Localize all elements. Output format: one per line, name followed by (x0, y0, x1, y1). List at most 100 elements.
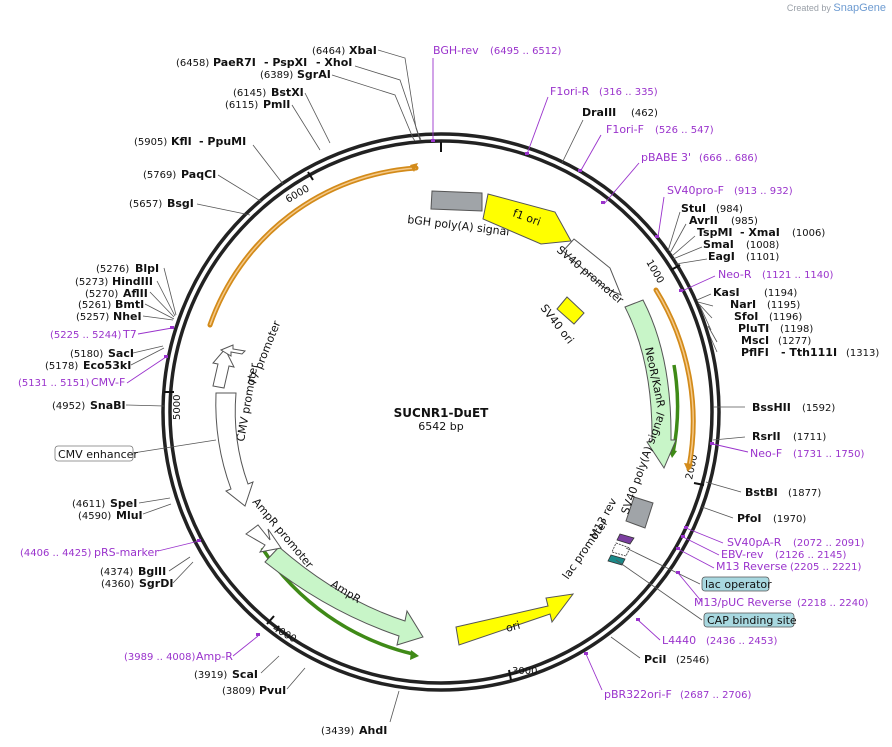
leader-eco53ki (130, 347, 165, 366)
primer-prs-marker[interactable]: pRS-marker (94, 546, 159, 559)
orf-arc-left-arrowhead (410, 163, 418, 172)
enzyme-pos-pflfi: (1313) (846, 348, 879, 359)
feature-sv40-ori[interactable] (556, 296, 585, 325)
leader-amp-r (232, 635, 259, 657)
enzyme-pmli[interactable]: PmlI (263, 98, 290, 111)
enzyme-hindiii[interactable]: HindIII (112, 275, 153, 288)
primer-site-f1ori-f (578, 169, 582, 172)
enzyme-ahdi[interactable]: AhdI (359, 724, 387, 737)
feature-f1-ori[interactable] (482, 193, 572, 245)
cmv-enhancer-box[interactable] (54, 445, 134, 462)
enzyme-bmti[interactable]: BmtI (115, 298, 144, 311)
enzyme-paer7i[interactable]: PaeR7I (213, 56, 256, 69)
primer-neo-f[interactable]: Neo-F (750, 447, 782, 460)
enzyme-blpi[interactable]: BlpI (135, 262, 159, 275)
enzyme-xmai[interactable]: - XmaI (740, 226, 780, 239)
enzyme-snabi[interactable]: SnaBI (90, 399, 126, 412)
enzyme-pvui[interactable]: PvuI (259, 684, 286, 697)
leader-neo-f (712, 443, 749, 453)
primer-range-f1ori-f: (526 .. 547) (655, 125, 714, 136)
primer-bgh-rev[interactable]: BGH-rev (433, 44, 479, 57)
enzyme-bstxi[interactable]: BstXI (271, 86, 304, 99)
enzyme-nari[interactable]: NarI (730, 298, 756, 311)
primer-t7[interactable]: T7 (122, 328, 137, 341)
feature-sv40-promoter[interactable] (562, 238, 622, 296)
feature-cmv-promoter[interactable] (212, 348, 235, 389)
enzyme-saci[interactable]: SacI (108, 347, 134, 360)
primer-ebv-rev[interactable]: EBV-rev (721, 548, 764, 561)
feature-cmv-enhancer[interactable] (215, 392, 254, 507)
enzyme-aflii[interactable]: AflII (123, 287, 148, 300)
feature-m13-rev-marker[interactable] (616, 533, 635, 545)
enzyme-sgrdi[interactable]: SgrDI (139, 577, 173, 590)
enzyme-kfli[interactable]: KflI (171, 135, 192, 148)
orf-arc-neo-green[interactable] (671, 364, 680, 454)
leader-nhei (142, 315, 174, 321)
enzyme-sfoi[interactable]: SfoI (734, 310, 758, 323)
enzyme-tspmi[interactable]: TspMI (697, 226, 733, 239)
orf-arc-left[interactable] (207, 165, 419, 328)
enzyme-bsshii[interactable]: BssHII (752, 401, 791, 414)
feature-neor-kanr[interactable] (624, 299, 677, 470)
tick-3000 (508, 669, 512, 681)
enzyme-pos-pcii: (2546) (676, 655, 709, 666)
enzyme-pspxi[interactable]: - PspXI (264, 56, 307, 69)
enzyme-bstbi[interactable]: BstBI (745, 486, 778, 499)
primer-cmv-f[interactable]: CMV-F (91, 376, 125, 389)
primer-sv40pro-f[interactable]: SV40pro-F (667, 184, 724, 197)
tick-1000 (670, 264, 681, 271)
primer-l4440[interactable]: L4440 (662, 634, 696, 647)
enzyme-nhei[interactable]: NheI (113, 310, 142, 323)
primer-amp-r[interactable]: Amp-R (196, 650, 233, 663)
enzyme-rsrii[interactable]: RsrII (752, 430, 781, 443)
primer-site-pbabe3 (601, 201, 605, 204)
enzyme-pcii[interactable]: PciI (644, 653, 666, 666)
primer-sv40pa-r[interactable]: SV40pA-R (727, 536, 782, 549)
enzyme-spei[interactable]: SpeI (110, 497, 137, 510)
primer-f1ori-r[interactable]: F1ori-R (550, 85, 590, 98)
plasmid-name: SUCNR1-DuET (394, 406, 490, 420)
enzyme-xbai[interactable]: XbaI (349, 44, 377, 57)
enzyme-pflfi[interactable]: PflFI (741, 346, 769, 359)
feature-label-t7-promoter: T7 promoter (245, 319, 283, 389)
enzyme-bglii[interactable]: BglII (138, 565, 166, 578)
primer-m13-puc-reverse[interactable]: M13/pUC Reverse (694, 596, 792, 609)
primer-f1ori-f[interactable]: F1ori-F (606, 123, 644, 136)
enzyme-stui[interactable]: StuI (681, 202, 706, 215)
enzyme-tth111i[interactable]: - Tth111I (781, 346, 837, 359)
feature-bgh-polya[interactable] (430, 190, 483, 212)
primer-range-prs-marker: (4406 .. 4425) (20, 548, 92, 559)
feature-t7-promoter[interactable] (219, 344, 247, 357)
cap-site-box[interactable] (703, 612, 795, 628)
enzyme-mlui[interactable]: MluI (116, 509, 143, 522)
enzyme-ppumi[interactable]: - PpuMI (199, 135, 246, 148)
enzyme-scai[interactable]: ScaI (232, 668, 258, 681)
enzyme-pfoi[interactable]: PfoI (737, 512, 762, 525)
enzyme-eagi[interactable]: EagI (708, 250, 735, 263)
enzyme-paqci[interactable]: PaqCI (181, 168, 216, 181)
primer-pbr322ori-f[interactable]: pBR322ori-F (604, 688, 672, 701)
feature-lac-promoter-marker[interactable] (611, 542, 631, 557)
feature-ampr[interactable] (264, 546, 424, 646)
enzyme-kasi[interactable]: KasI (713, 286, 740, 299)
primer-neo-r[interactable]: Neo-R (718, 268, 752, 281)
primer-pbabe3[interactable]: pBABE 3' (641, 151, 691, 164)
enzyme-sgrai[interactable]: SgrAI (297, 68, 331, 81)
lac-operator-box[interactable] (701, 576, 770, 592)
enzyme-eco53ki[interactable]: Eco53kI (83, 359, 131, 372)
feature-sv40-polya[interactable] (625, 496, 654, 529)
leader-mlui (142, 503, 172, 515)
feature-ori[interactable] (455, 593, 575, 646)
enzyme-smai[interactable]: SmaI (703, 238, 734, 251)
enzyme-bsgi[interactable]: BsgI (167, 197, 194, 210)
enzyme-draiii[interactable]: DraIII (582, 106, 616, 119)
feature-label-ori: ori (504, 619, 521, 635)
enzyme-pos-kasi: (1194) (764, 288, 797, 299)
enzyme-msci[interactable]: MscI (741, 334, 769, 347)
enzyme-avrii[interactable]: AvrII (689, 214, 718, 227)
feature-ampr-promoter[interactable] (245, 524, 282, 553)
enzyme-xhoi[interactable]: - XhoI (316, 56, 352, 69)
enzyme-pluti[interactable]: PluTI (738, 322, 769, 335)
primer-m13-reverse[interactable]: M13 Reverse (716, 560, 787, 573)
